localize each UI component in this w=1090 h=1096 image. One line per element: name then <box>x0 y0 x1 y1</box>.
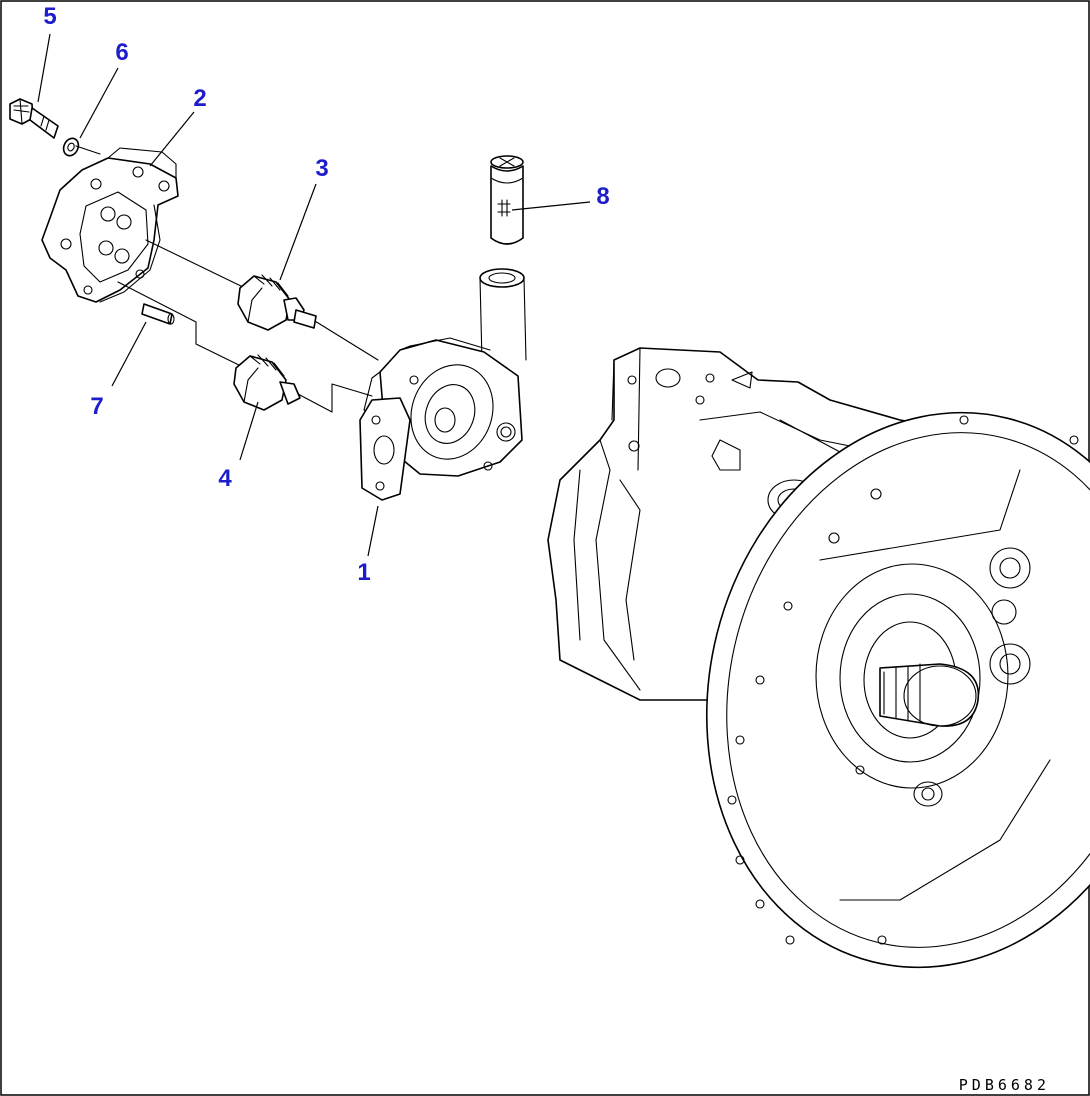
callout-labels: 5 6 2 3 8 7 4 1 <box>43 3 609 586</box>
callout-3: 3 <box>315 155 328 182</box>
callout-8: 8 <box>596 183 609 210</box>
callout-2: 2 <box>193 85 206 112</box>
part-pump-case <box>359 268 527 501</box>
part-bolt <box>9 98 59 139</box>
part-strainer <box>490 155 524 245</box>
callout-leader-lines <box>37 33 591 557</box>
part-drive-gear <box>237 274 317 331</box>
callout-4: 4 <box>218 465 232 492</box>
callout-6: 6 <box>115 39 128 66</box>
part-dowel-pin <box>141 303 175 325</box>
part-flywheel-housing <box>705 411 1090 969</box>
part-cover-plate <box>41 147 179 303</box>
drawing-code: PDB6682 <box>959 1076 1050 1094</box>
callout-5: 5 <box>43 3 56 30</box>
callout-1: 1 <box>357 559 370 586</box>
part-washer <box>62 137 80 157</box>
part-driven-gear <box>233 354 301 411</box>
callout-7: 7 <box>90 393 103 420</box>
assembly-guide-lines <box>75 145 379 413</box>
